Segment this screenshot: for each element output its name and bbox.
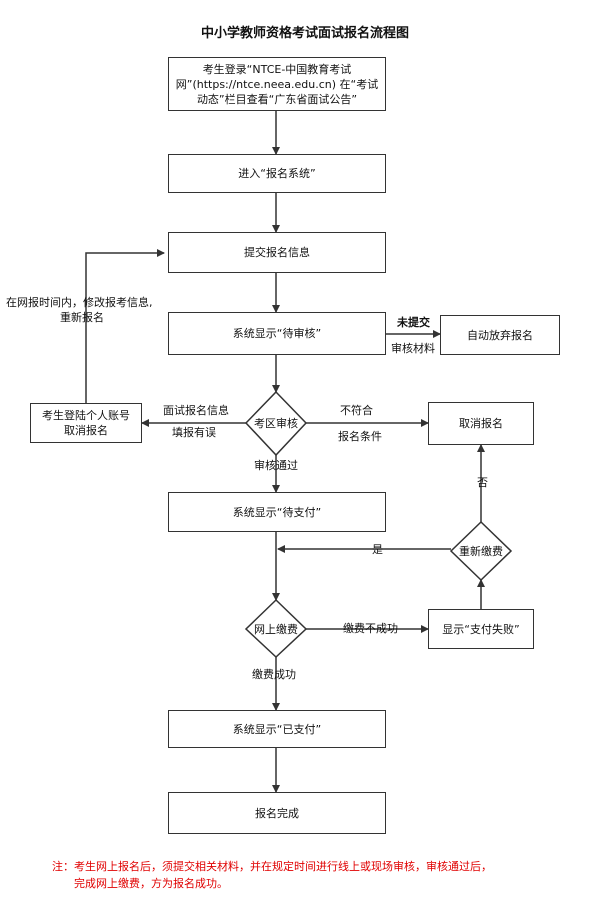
cancel-by-account-box: 考生登陆个人账号取消报名 <box>30 403 142 443</box>
pending-review-box: 系统显示“待审核” <box>168 312 386 355</box>
cancel-box: 取消报名 <box>428 402 534 445</box>
edge-notmatch-2: 报名条件 <box>338 430 382 443</box>
wait-pay-box: 系统显示“待支付” <box>168 492 386 532</box>
repay-diamond-label: 重新缴费 <box>459 545 503 558</box>
edge-pay-ok: 缴费成功 <box>252 668 296 681</box>
edge-modify-1: 在网报时间内，修改报考信息, <box>6 296 153 309</box>
done-box: 报名完成 <box>168 792 386 834</box>
repay-diamond <box>449 520 513 582</box>
pay-diamond <box>244 598 308 659</box>
pay-diamond-label: 网上缴费 <box>254 623 298 636</box>
review-diamond-label: 考区审核 <box>254 417 298 430</box>
review-diamond <box>244 390 308 457</box>
edge-no: 否 <box>477 476 488 489</box>
edge-wrong-2: 填报有误 <box>172 426 216 439</box>
edge-modify-2: 重新报名 <box>60 311 104 324</box>
diagram-title: 中小学教师资格考试面试报名流程图 <box>200 26 409 41</box>
edge-pay-fail: 缴费不成功 <box>343 622 398 635</box>
edge-no-submit-2: 审核材料 <box>391 342 435 355</box>
edge-notmatch-1: 不符合 <box>340 404 373 417</box>
edge-yes: 是 <box>372 543 383 556</box>
footnote-line-1: 注：考生网上报名后，须提交相关材料，并在规定时间进行线上或现场审核，审核通过后， <box>52 860 492 873</box>
edge-pass: 审核通过 <box>254 459 298 472</box>
edge-no-submit-1: 未提交 <box>397 316 430 329</box>
enter-system-box: 进入“报名系统” <box>168 154 386 193</box>
submit-info-box: 提交报名信息 <box>168 232 386 273</box>
arrow-cancelaccount-submit <box>85 249 165 403</box>
login-box: 考生登录“NTCE-中国教育考试网”(https://ntce.neea.edu… <box>168 57 386 111</box>
footnote-line-2: 完成网上缴费，方为报名成功。 <box>74 877 228 890</box>
edge-wrong-1: 面试报名信息 <box>163 404 229 417</box>
pay-fail-box: 显示“支付失败” <box>428 609 534 649</box>
footnote: 注：考生网上报名后，须提交相关材料，并在规定时间进行线上或现场审核，审核通过后，… <box>52 858 602 892</box>
paid-box: 系统显示“已支付” <box>168 710 386 748</box>
abandon-box: 自动放弃报名 <box>440 315 560 355</box>
